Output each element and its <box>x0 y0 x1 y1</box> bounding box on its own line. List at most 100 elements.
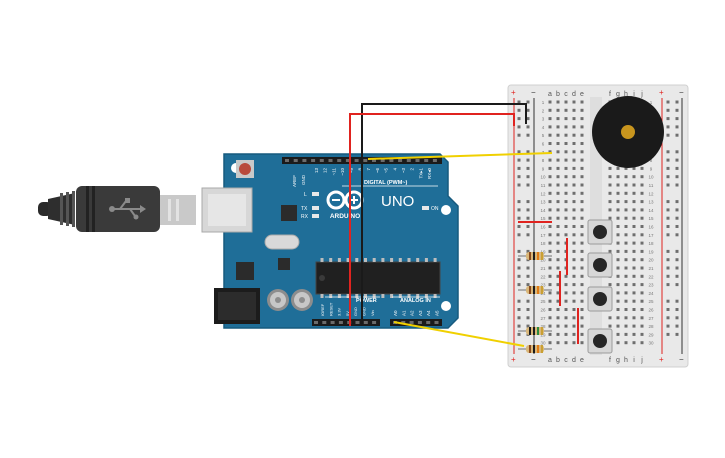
wire-red-5v[interactable] <box>349 113 515 326</box>
pushbutton-3[interactable] <box>587 286 613 312</box>
breadboard-hole[interactable] <box>548 216 552 220</box>
breadboard-hole[interactable] <box>640 166 644 170</box>
rail-hole[interactable] <box>526 274 530 278</box>
breadboard-hole[interactable] <box>564 125 568 129</box>
header-hole[interactable] <box>372 321 377 324</box>
breadboard-hole[interactable] <box>632 274 636 278</box>
rail-hole[interactable] <box>526 216 530 220</box>
header-hole[interactable] <box>401 321 406 324</box>
power-pin-header[interactable] <box>312 319 380 326</box>
breadboard-hole[interactable] <box>616 233 620 237</box>
breadboard-hole[interactable] <box>616 332 620 336</box>
rail-hole[interactable] <box>666 258 670 262</box>
analog-pin-header[interactable] <box>390 319 442 326</box>
breadboard-hole[interactable] <box>548 175 552 179</box>
breadboard-hole[interactable] <box>640 183 644 187</box>
breadboard-hole[interactable] <box>580 225 584 228</box>
breadboard-hole[interactable] <box>572 208 576 212</box>
breadboard-hole[interactable] <box>624 341 628 345</box>
breadboard-hole[interactable] <box>564 133 568 137</box>
piezo-buzzer[interactable] <box>592 96 664 168</box>
breadboard-hole[interactable] <box>572 283 576 287</box>
breadboard-hole[interactable] <box>564 233 568 237</box>
breadboard-hole[interactable] <box>640 316 644 320</box>
rail-hole[interactable] <box>666 158 670 162</box>
rail-hole[interactable] <box>526 308 530 311</box>
breadboard-hole[interactable] <box>608 216 612 220</box>
breadboard-hole[interactable] <box>564 200 568 204</box>
rail-hole[interactable] <box>517 108 521 112</box>
rail-hole[interactable] <box>675 166 679 170</box>
breadboard-hole[interactable] <box>572 341 576 345</box>
breadboard-hole[interactable] <box>616 208 620 212</box>
breadboard-hole[interactable] <box>556 299 560 303</box>
breadboard-hole[interactable] <box>580 133 584 137</box>
breadboard-hole[interactable] <box>564 183 568 187</box>
breadboard-hole[interactable] <box>572 258 576 262</box>
breadboard-hole[interactable] <box>572 216 576 220</box>
breadboard-hole[interactable] <box>640 324 644 328</box>
breadboard-hole[interactable] <box>632 324 636 328</box>
rail-hole[interactable] <box>517 258 521 262</box>
breadboard-hole[interactable] <box>564 291 568 295</box>
rail-hole[interactable] <box>675 216 679 220</box>
header-hole[interactable] <box>398 159 403 162</box>
rail-hole[interactable] <box>675 249 679 253</box>
breadboard-hole[interactable] <box>548 200 552 204</box>
breadboard-hole[interactable] <box>548 274 552 278</box>
breadboard-hole[interactable] <box>624 332 628 336</box>
breadboard-hole[interactable] <box>624 166 628 170</box>
breadboard-hole[interactable] <box>572 200 576 204</box>
rail-hole[interactable] <box>526 158 530 162</box>
rail-hole[interactable] <box>517 166 521 170</box>
header-hole[interactable] <box>328 159 333 162</box>
breadboard-hole[interactable] <box>624 283 628 287</box>
breadboard-hole[interactable] <box>608 200 612 204</box>
breadboard-hole[interactable] <box>572 142 576 145</box>
breadboard-hole[interactable] <box>608 208 612 212</box>
rail-hole[interactable] <box>675 133 679 137</box>
breadboard-hole[interactable] <box>564 274 568 278</box>
breadboard-hole[interactable] <box>624 208 628 212</box>
breadboard-hole[interactable] <box>624 216 628 220</box>
breadboard-hole[interactable] <box>564 308 568 311</box>
breadboard-hole[interactable] <box>624 299 628 303</box>
rail-hole[interactable] <box>517 125 521 129</box>
breadboard-hole[interactable] <box>572 108 576 112</box>
rail-hole[interactable] <box>675 299 679 303</box>
breadboard-hole[interactable] <box>640 241 644 245</box>
rail-hole[interactable] <box>517 100 521 104</box>
breadboard-hole[interactable] <box>556 341 560 345</box>
header-hole[interactable] <box>319 159 324 162</box>
rail-hole[interactable] <box>666 208 670 212</box>
breadboard-hole[interactable] <box>624 308 628 311</box>
rail-hole[interactable] <box>517 200 521 204</box>
breadboard-hole[interactable] <box>572 324 576 328</box>
breadboard-hole[interactable] <box>640 233 644 237</box>
breadboard-hole[interactable] <box>564 332 568 336</box>
rail-hole[interactable] <box>675 324 679 328</box>
rail-hole[interactable] <box>526 225 530 228</box>
rail-hole[interactable] <box>666 233 670 237</box>
breadboard-hole[interactable] <box>632 175 636 179</box>
breadboard-hole[interactable] <box>640 200 644 204</box>
breadboard-hole[interactable] <box>548 332 552 336</box>
breadboard-hole[interactable] <box>580 208 584 212</box>
breadboard-hole[interactable] <box>556 308 560 311</box>
rail-hole[interactable] <box>526 150 530 154</box>
wire-black-gnd[interactable] <box>361 103 527 326</box>
rail-hole[interactable] <box>526 316 530 320</box>
rail-hole[interactable] <box>526 283 530 287</box>
breadboard-red-jumpers[interactable] <box>518 221 579 344</box>
breadboard-hole[interactable] <box>548 241 552 245</box>
breadboard-hole[interactable] <box>624 175 628 179</box>
breadboard-hole[interactable] <box>564 208 568 212</box>
wires[interactable] <box>349 103 553 347</box>
breadboard-hole[interactable] <box>640 175 644 179</box>
header-hole[interactable] <box>409 321 414 324</box>
rail-hole[interactable] <box>517 208 521 212</box>
breadboard-hole[interactable] <box>616 241 620 245</box>
breadboard-hole[interactable] <box>564 299 568 303</box>
rail-hole[interactable] <box>526 108 530 112</box>
breadboard-hole[interactable] <box>556 249 560 253</box>
